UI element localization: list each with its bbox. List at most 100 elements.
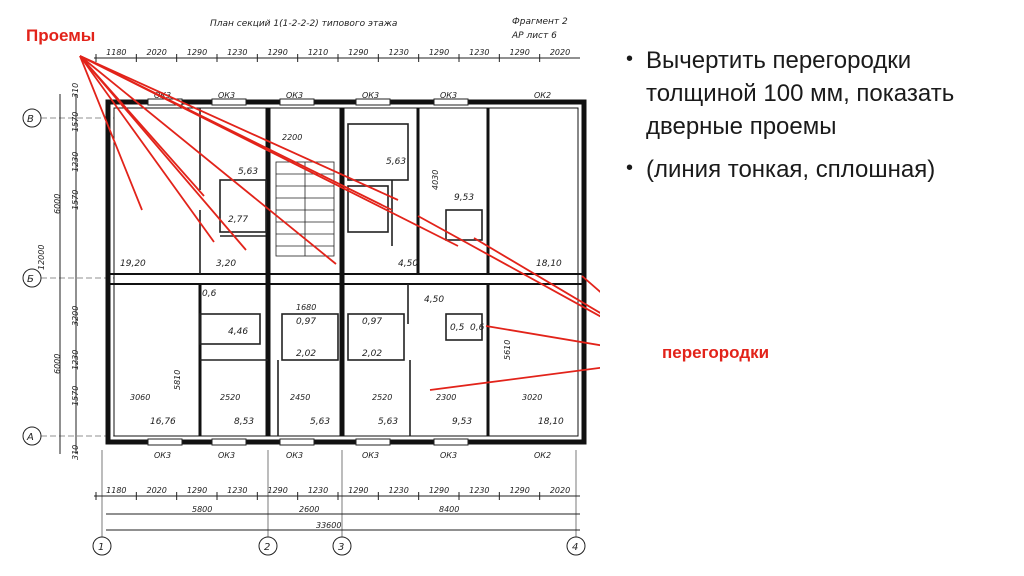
window-label: ОК3 bbox=[362, 91, 379, 100]
window-label: ОК2 bbox=[534, 451, 551, 460]
left-dimension-label: 6000 bbox=[53, 354, 62, 374]
svg-text:5,63: 5,63 bbox=[386, 157, 406, 167]
bottom-windows: ОК3 ОК3 ОК3 ОК3 ОК3 ОК2 bbox=[147, 438, 551, 460]
dimension-label: 2020 bbox=[147, 486, 167, 495]
svg-text:16,76: 16,76 bbox=[150, 417, 176, 427]
instruction-text: Вычертить перегородки толщиной 100 мм, п… bbox=[646, 47, 955, 140]
dimension-label: 1180 bbox=[106, 48, 126, 57]
left-dimension-label: 1230 bbox=[71, 350, 80, 370]
dimension-label: 2020 bbox=[550, 486, 570, 495]
svg-text:4030: 4030 bbox=[431, 170, 440, 190]
window-opening bbox=[433, 98, 469, 106]
window-opening bbox=[355, 98, 391, 106]
svg-text:3060: 3060 bbox=[130, 393, 150, 402]
window-opening bbox=[211, 98, 247, 106]
svg-text:2,77: 2,77 bbox=[228, 215, 248, 225]
window-label: ОК3 bbox=[440, 91, 457, 100]
svg-text:2520: 2520 bbox=[220, 393, 240, 402]
instruction-item: •Вычертить перегородки толщиной 100 мм, … bbox=[626, 44, 1006, 143]
dimension-label: 1290 bbox=[348, 48, 368, 57]
window-label: ОК3 bbox=[218, 451, 235, 460]
svg-text:5,63: 5,63 bbox=[310, 417, 330, 427]
span-dim-3: 8400 bbox=[439, 505, 459, 514]
svg-text:2300: 2300 bbox=[436, 393, 456, 402]
dimension-label: 1180 bbox=[106, 486, 126, 495]
left-dimension-label: 6000 bbox=[53, 194, 62, 214]
span-dim-1: 5800 bbox=[192, 505, 212, 514]
dimension-label: 1290 bbox=[510, 48, 530, 57]
svg-text:2200: 2200 bbox=[282, 133, 302, 142]
svg-text:18,10: 18,10 bbox=[536, 259, 562, 269]
dimension-label: 1230 bbox=[389, 48, 409, 57]
dimension-label: 1230 bbox=[469, 48, 489, 57]
svg-text:0,97: 0,97 bbox=[296, 317, 316, 327]
svg-text:2: 2 bbox=[264, 542, 270, 553]
dimension-label: 2020 bbox=[550, 48, 570, 57]
window-label: ОК3 bbox=[218, 91, 235, 100]
window-label: ОК3 bbox=[286, 451, 303, 460]
floor-plan-svg: План секций 1(1-2-2-2) типового этажа Фр… bbox=[22, 17, 600, 556]
svg-text:3020: 3020 bbox=[522, 393, 542, 402]
dimension-label: 1290 bbox=[187, 48, 207, 57]
partitions-label: перегородки bbox=[662, 343, 770, 362]
top-dimension-chain: 1180 2020 1290 1230 1290 1210 1290 1230 1290 1230… bbox=[95, 48, 570, 62]
left-dimension-chain: 3101570123015706000120003200123015706000… bbox=[37, 83, 80, 460]
sheet-label: АР лист 6 bbox=[511, 31, 557, 41]
dimension-label: 1230 bbox=[389, 486, 409, 495]
total-dim: 33600 bbox=[316, 521, 341, 530]
svg-text:4,50: 4,50 bbox=[424, 295, 444, 305]
window-label: ОК3 bbox=[154, 91, 171, 100]
svg-text:5810: 5810 bbox=[173, 370, 182, 390]
svg-text:3,20: 3,20 bbox=[216, 259, 236, 269]
svg-text:1: 1 bbox=[98, 542, 104, 553]
svg-text:19,20: 19,20 bbox=[120, 259, 146, 269]
fragment-label: Фрагмент 2 bbox=[512, 17, 568, 27]
dimension-label: 1230 bbox=[227, 48, 247, 57]
dimension-label: 2020 bbox=[147, 48, 167, 57]
svg-text:Б: Б bbox=[27, 274, 34, 285]
dimension-label: 1230 bbox=[308, 486, 328, 495]
svg-text:5,63: 5,63 bbox=[238, 167, 258, 177]
svg-text:2520: 2520 bbox=[372, 393, 392, 402]
window-label: ОК3 bbox=[440, 451, 457, 460]
svg-text:4: 4 bbox=[572, 542, 578, 553]
left-dimension-label: 1230 bbox=[71, 152, 80, 172]
svg-text:А: А bbox=[26, 432, 34, 443]
window-label: ОК3 bbox=[154, 451, 171, 460]
svg-text:0,5: 0,5 bbox=[450, 323, 465, 333]
window-label: ОК3 bbox=[362, 451, 379, 460]
partitions bbox=[199, 108, 483, 436]
left-dimension-label: 1570 bbox=[71, 386, 80, 406]
left-dimension-label: 3200 bbox=[71, 306, 80, 326]
dimension-label: 1290 bbox=[348, 486, 368, 495]
window-label: ОК3 bbox=[286, 91, 303, 100]
svg-text:3: 3 bbox=[338, 542, 344, 553]
window-opening bbox=[211, 438, 247, 446]
svg-text:9,53: 9,53 bbox=[454, 193, 474, 203]
svg-text:0,97: 0,97 bbox=[362, 317, 382, 327]
dimension-label: 1290 bbox=[510, 486, 530, 495]
svg-text:5610: 5610 bbox=[503, 340, 512, 360]
dimension-label: 1290 bbox=[429, 486, 449, 495]
dimension-label: 1290 bbox=[268, 48, 288, 57]
instruction-text: (линия тонкая, сплошная) bbox=[646, 156, 936, 183]
dimension-label: 1210 bbox=[308, 48, 328, 57]
dimension-label: 1230 bbox=[469, 486, 489, 495]
outer-walls bbox=[105, 99, 587, 445]
window-opening bbox=[279, 438, 315, 446]
dimension-label: 1290 bbox=[268, 486, 288, 495]
window-opening bbox=[279, 98, 315, 106]
svg-text:2450: 2450 bbox=[290, 393, 310, 402]
window-opening bbox=[433, 438, 469, 446]
left-dimension-label: 1570 bbox=[71, 112, 80, 132]
column-axes: 1 2 3 4 bbox=[92, 450, 586, 556]
room-labels: 5,63 5,63 9,53 2,77 3,20 19,20 18,10 4,5… bbox=[120, 133, 564, 427]
dimension-label: 1290 bbox=[429, 48, 449, 57]
instruction-list: •Вычертить перегородки толщиной 100 мм, … bbox=[626, 44, 1006, 196]
svg-text:8,53: 8,53 bbox=[234, 417, 254, 427]
span-dim-2: 2600 bbox=[299, 505, 319, 514]
svg-text:В: В bbox=[27, 114, 34, 125]
svg-text:4,46: 4,46 bbox=[228, 327, 248, 337]
instruction-item: •(линия тонкая, сплошная) bbox=[626, 153, 1006, 186]
